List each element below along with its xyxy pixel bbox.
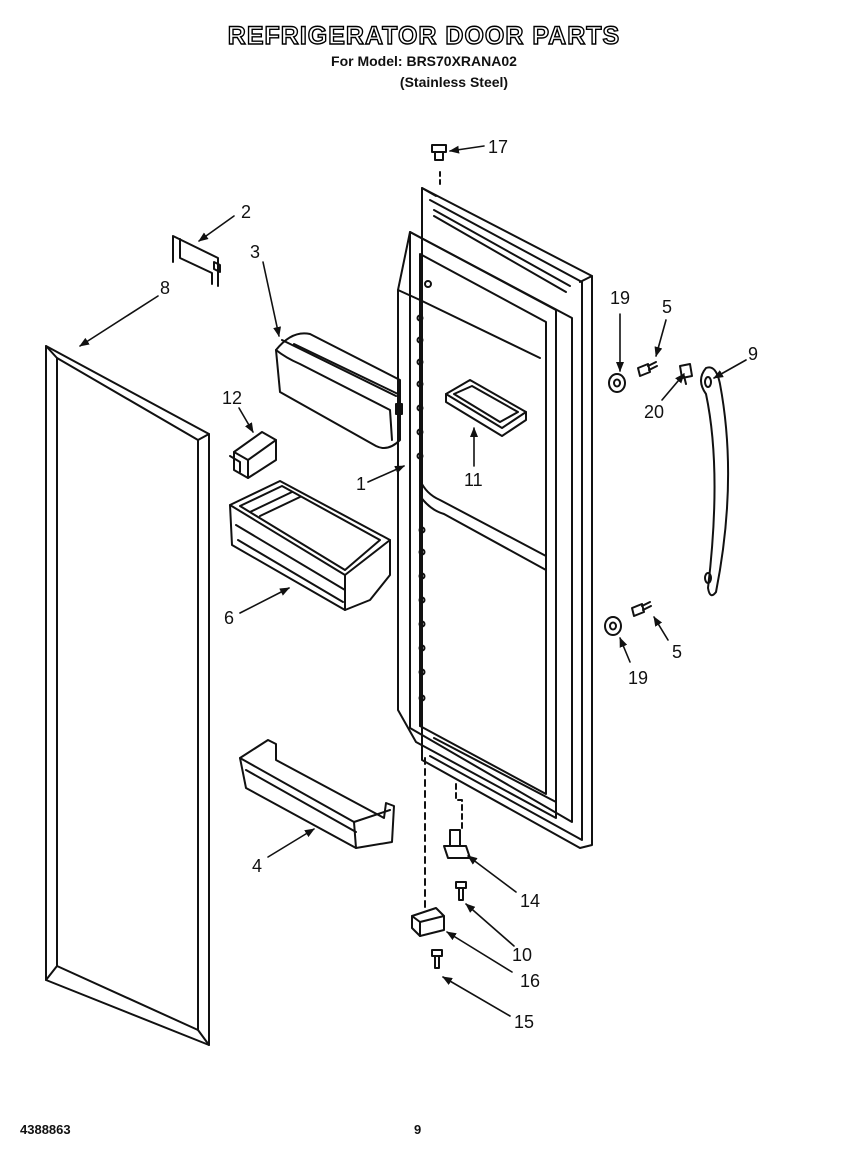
handle-stud bbox=[679, 363, 693, 385]
callout-11: 11 bbox=[464, 470, 483, 490]
door-bin bbox=[229, 480, 391, 611]
callout-12: 12 bbox=[222, 388, 242, 408]
callout-5-bottom: 5 bbox=[672, 642, 682, 662]
handle-screw-bottom bbox=[631, 601, 652, 617]
callout-14: 14 bbox=[520, 891, 540, 911]
door-panel bbox=[397, 169, 593, 913]
callout-leaders bbox=[79, 145, 747, 1017]
callout-6: 6 bbox=[224, 608, 234, 628]
callout-9: 9 bbox=[748, 344, 758, 364]
door-gasket bbox=[45, 345, 210, 1046]
document-number: 4388863 bbox=[20, 1122, 71, 1137]
bin-clip bbox=[172, 235, 221, 287]
hinge-screw bbox=[455, 881, 467, 901]
callout-10: 10 bbox=[512, 945, 532, 965]
callout-16: 16 bbox=[520, 971, 540, 991]
dairy-door bbox=[275, 332, 403, 449]
finish-line: (Stainless Steel) bbox=[399, 74, 509, 90]
callout-3: 3 bbox=[250, 242, 260, 262]
shelf-clip bbox=[229, 431, 277, 479]
model-line: For Model: BRS70XRANA02 bbox=[331, 53, 517, 69]
callout-19-top: 19 bbox=[610, 288, 630, 308]
callout-2: 2 bbox=[241, 202, 251, 222]
butter-bin bbox=[445, 379, 527, 437]
door-handle bbox=[700, 366, 730, 597]
callout-8: 8 bbox=[160, 278, 170, 298]
hinge-pin-top bbox=[431, 144, 447, 161]
callout-17: 17 bbox=[488, 137, 508, 157]
hinge-lower bbox=[443, 829, 471, 859]
handle-screw-top bbox=[637, 361, 658, 377]
handle-spacer-top bbox=[608, 373, 626, 393]
callout-labels: 17 2 3 8 19 5 9 12 20 1 11 6 5 19 4 14 1… bbox=[160, 137, 758, 1032]
page-title: REFRIGERATOR DOOR PARTS bbox=[227, 21, 621, 50]
callout-15: 15 bbox=[514, 1012, 534, 1032]
callout-20: 20 bbox=[644, 402, 664, 422]
bracket-screw bbox=[431, 949, 443, 969]
door-rack bbox=[239, 739, 395, 849]
callout-4: 4 bbox=[252, 856, 262, 876]
callout-5-top: 5 bbox=[662, 297, 672, 317]
handle-spacer-bottom bbox=[604, 616, 622, 636]
page-number: 9 bbox=[414, 1122, 422, 1137]
hinge-bracket bbox=[411, 907, 445, 937]
callout-19-bottom: 19 bbox=[628, 668, 648, 688]
callout-1: 1 bbox=[356, 474, 366, 494]
